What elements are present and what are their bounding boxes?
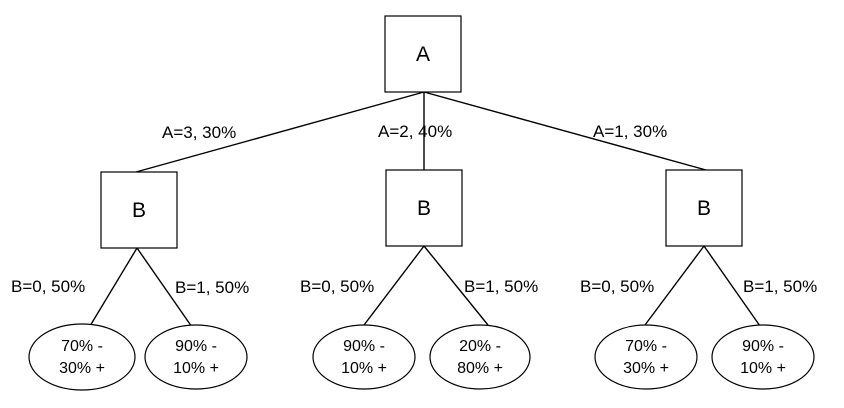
b-node-2: B — [385, 169, 463, 247]
leaf-5-line2: 30% + — [623, 360, 669, 377]
leaf-1-line1: 70% - — [61, 338, 103, 355]
leaf-1-line2: 30% + — [59, 360, 105, 377]
b-node-2-label: B — [417, 197, 431, 220]
b-node-1: B — [100, 171, 178, 249]
leaf-2-line2: 10% + — [173, 360, 219, 377]
edge-b3-left — [644, 245, 705, 326]
leaf-2-line1: 90% - — [175, 338, 217, 355]
edge-label-a1: A=1, 30% — [593, 122, 667, 141]
leaf-6-line1: 90% - — [742, 338, 784, 355]
leaf-4-line2: 80% + — [457, 360, 503, 377]
edge-label-b2-left: B=0, 50% — [300, 277, 374, 296]
leaf-4-line1: 20% - — [459, 338, 501, 355]
edge-label-a2: A=2, 40% — [378, 122, 452, 141]
root-node-label: A — [416, 43, 430, 66]
edge-b1-right — [136, 247, 193, 328]
edge-a3 — [135, 91, 425, 173]
leaf-5: 70% - 30% + — [594, 324, 698, 390]
b-node-1-label: B — [132, 199, 146, 222]
edge-b2-left — [363, 245, 425, 326]
edge-b2-right — [423, 245, 489, 326]
edge-b1-left — [89, 247, 138, 327]
leaf-2: 90% - 10% + — [144, 324, 248, 390]
leaf-4: 20% - 80% + — [429, 324, 531, 390]
edge-label-a3: A=3, 30% — [162, 123, 236, 142]
leaf-5-line1: 70% - — [625, 338, 667, 355]
edge-label-b3-right: B=1, 50% — [743, 277, 817, 296]
leaf-3-line2: 10% + — [341, 360, 387, 377]
leaf-1: 70% - 30% + — [28, 323, 136, 391]
edge-label-b3-left: B=0, 50% — [580, 277, 654, 296]
leaf-3-line1: 90% - — [343, 338, 385, 355]
b-node-3-label: B — [697, 197, 711, 220]
leaf-3: 90% - 10% + — [312, 324, 416, 390]
edge-label-b2-right: B=1, 50% — [464, 277, 538, 296]
edge-b3-right — [703, 245, 761, 327]
edge-label-b1-left: B=0, 50% — [11, 277, 85, 296]
root-node: A — [384, 15, 462, 93]
edge-label-b1-right: B=1, 50% — [175, 278, 249, 297]
leaf-6: 90% - 10% + — [711, 324, 815, 390]
edge-a1 — [423, 91, 707, 171]
leaf-6-line2: 10% + — [740, 360, 786, 377]
b-node-3: B — [665, 169, 743, 247]
